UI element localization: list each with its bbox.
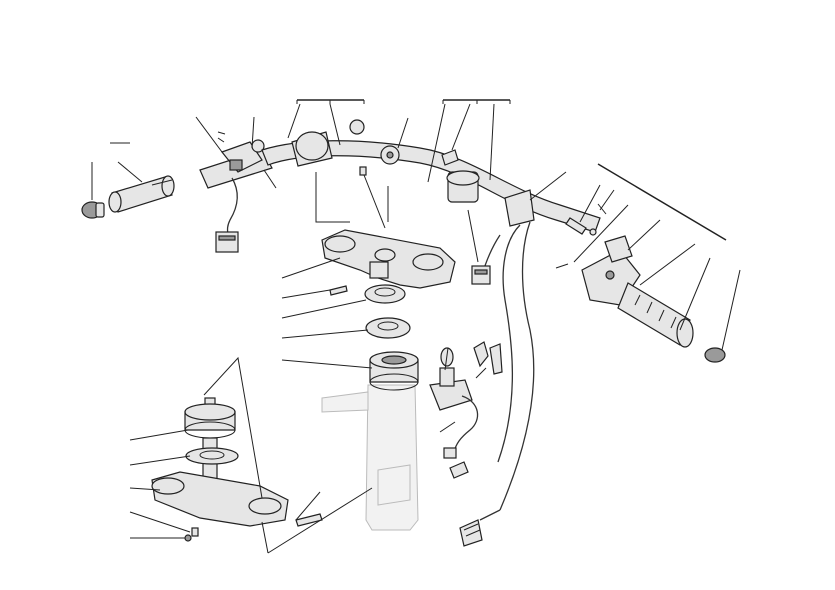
- upper-bearing: [369, 351, 419, 391]
- small-screw-2: [555, 263, 569, 269]
- left-handlebar-clamp: [291, 131, 333, 167]
- right-switch-connector: [471, 265, 491, 285]
- leader-lines: [91, 99, 741, 554]
- throttle-cables: [479, 221, 535, 521]
- right-handlebar-clamp: [446, 170, 535, 227]
- left-switch-housing: [199, 131, 273, 189]
- top-bolt-head: [359, 166, 367, 176]
- left-grip: [81, 175, 175, 219]
- pinch-bolt: [329, 285, 348, 296]
- bar-end-cap-top: [349, 119, 459, 166]
- washer: [365, 317, 411, 339]
- frame-head-tube: [321, 384, 419, 531]
- ignition-keys: [473, 341, 503, 375]
- cable-adjuster: [565, 217, 597, 236]
- right-grip: [617, 282, 726, 363]
- lower-triple-clamp: [151, 471, 323, 542]
- small-screw: [597, 203, 607, 215]
- left-switch-connector: [215, 177, 239, 253]
- top-triple-clamp: [321, 229, 456, 289]
- steering-nut: [364, 284, 406, 304]
- top-bolt: [361, 169, 386, 229]
- ignition-switch: [429, 347, 479, 453]
- cable-ends: [443, 447, 483, 547]
